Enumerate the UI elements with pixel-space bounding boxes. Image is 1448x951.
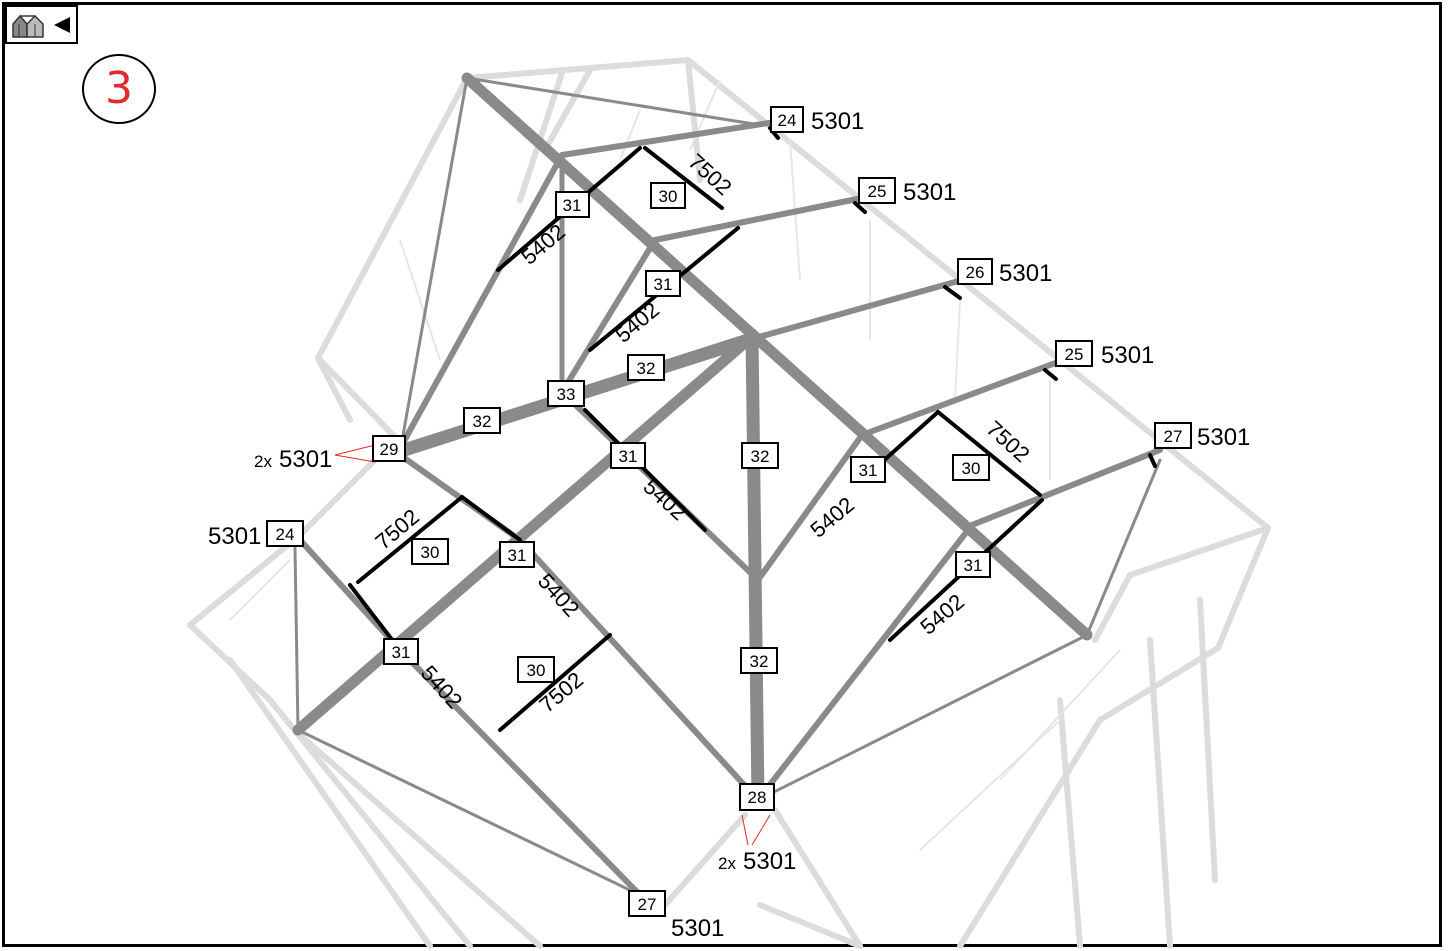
roof-bars (292, 72, 1163, 898)
part-tag: 32 (741, 442, 779, 469)
part-tag-label: 29 (380, 440, 399, 459)
part-tag-label: 27 (1164, 427, 1183, 446)
part-tag: 31 (383, 638, 419, 665)
svg-text:32: 32 (750, 652, 769, 671)
part-tag: 31 (499, 541, 535, 568)
svg-text:33: 33 (557, 385, 576, 404)
part-tag-label: 26 (966, 263, 985, 282)
svg-text:32: 32 (637, 359, 656, 378)
quantity-label: 2x (718, 854, 736, 873)
part-tag: 30 (517, 656, 555, 683)
svg-text:31: 31 (859, 461, 878, 480)
svg-text:31: 31 (654, 275, 673, 294)
part-tag: 32 (627, 354, 665, 381)
callout-26: 26 5301 (957, 258, 1052, 287)
step-number-badge: 3 (82, 54, 156, 124)
part-code-label: 5301 (999, 260, 1052, 287)
part-tag: 32 (740, 647, 778, 674)
step-number: 3 (105, 63, 133, 114)
callout-28: 28 2x 5301 (718, 783, 796, 875)
part-code-label: 5301 (208, 523, 261, 550)
svg-text:30: 30 (527, 661, 546, 680)
svg-text:31: 31 (563, 196, 582, 215)
callout-24-top: 24 5301 (770, 106, 864, 135)
part-tag-label: 24 (778, 111, 797, 130)
home-back-button[interactable] (5, 5, 78, 44)
callout-24-left: 5301 24 (208, 520, 304, 550)
svg-text:30: 30 (962, 459, 981, 478)
dimension-label: 5402 (533, 568, 584, 621)
svg-text:32: 32 (473, 412, 492, 431)
part-tag: 31 (645, 270, 681, 297)
part-tag-label: 25 (868, 182, 887, 201)
dimension-label: 5402 (416, 660, 467, 713)
part-tag: 31 (850, 456, 886, 483)
part-tag: 33 (547, 380, 585, 407)
callout-pointers (334, 444, 771, 846)
callout-27-right: 27 5301 (1154, 422, 1250, 451)
part-code-label: 5301 (903, 179, 956, 206)
dimension-label: 5402 (638, 474, 691, 525)
part-tag: 31 (610, 442, 646, 469)
part-tag: 32 (463, 407, 501, 434)
svg-text:31: 31 (508, 546, 527, 565)
quantity-label: 2x (254, 452, 272, 471)
part-tag: 30 (952, 454, 990, 481)
greenhouse-home-icon (12, 14, 44, 38)
part-code-label: 5301 (1197, 424, 1250, 451)
svg-text:30: 30 (421, 543, 440, 562)
back-arrow-icon (54, 17, 70, 33)
part-tag-label: 24 (276, 525, 295, 544)
callout-25-lower: 25 5301 (1055, 340, 1154, 369)
part-tag-label: 27 (638, 895, 657, 914)
part-code-label: 5301 (1101, 342, 1154, 369)
part-code-label: 5301 (811, 108, 864, 135)
part-tag: 31 (555, 191, 590, 218)
part-tag-label: 25 (1065, 345, 1084, 364)
dimension-label: 5402 (915, 589, 969, 640)
svg-text:32: 32 (751, 447, 770, 466)
callout-27-bottom: 27 5301 (628, 890, 724, 942)
part-tag-label: 28 (748, 788, 767, 807)
callout-29: 2x 5301 29 (254, 435, 406, 473)
part-tag: 30 (650, 182, 686, 209)
part-tag: 30 (411, 538, 449, 565)
svg-text:30: 30 (659, 187, 678, 206)
svg-text:31: 31 (619, 447, 638, 466)
svg-text:31: 31 (964, 556, 983, 575)
part-code-label: 5301 (671, 915, 724, 942)
svg-text:31: 31 (392, 643, 411, 662)
part-code-label: 5301 (743, 848, 796, 875)
greenhouse-frame (187, 57, 1271, 949)
dimension-label: 7502 (683, 149, 736, 200)
callout-25-upper: 25 5301 (858, 177, 956, 206)
part-tag: 31 (955, 551, 991, 578)
part-code-label: 5301 (279, 446, 332, 473)
